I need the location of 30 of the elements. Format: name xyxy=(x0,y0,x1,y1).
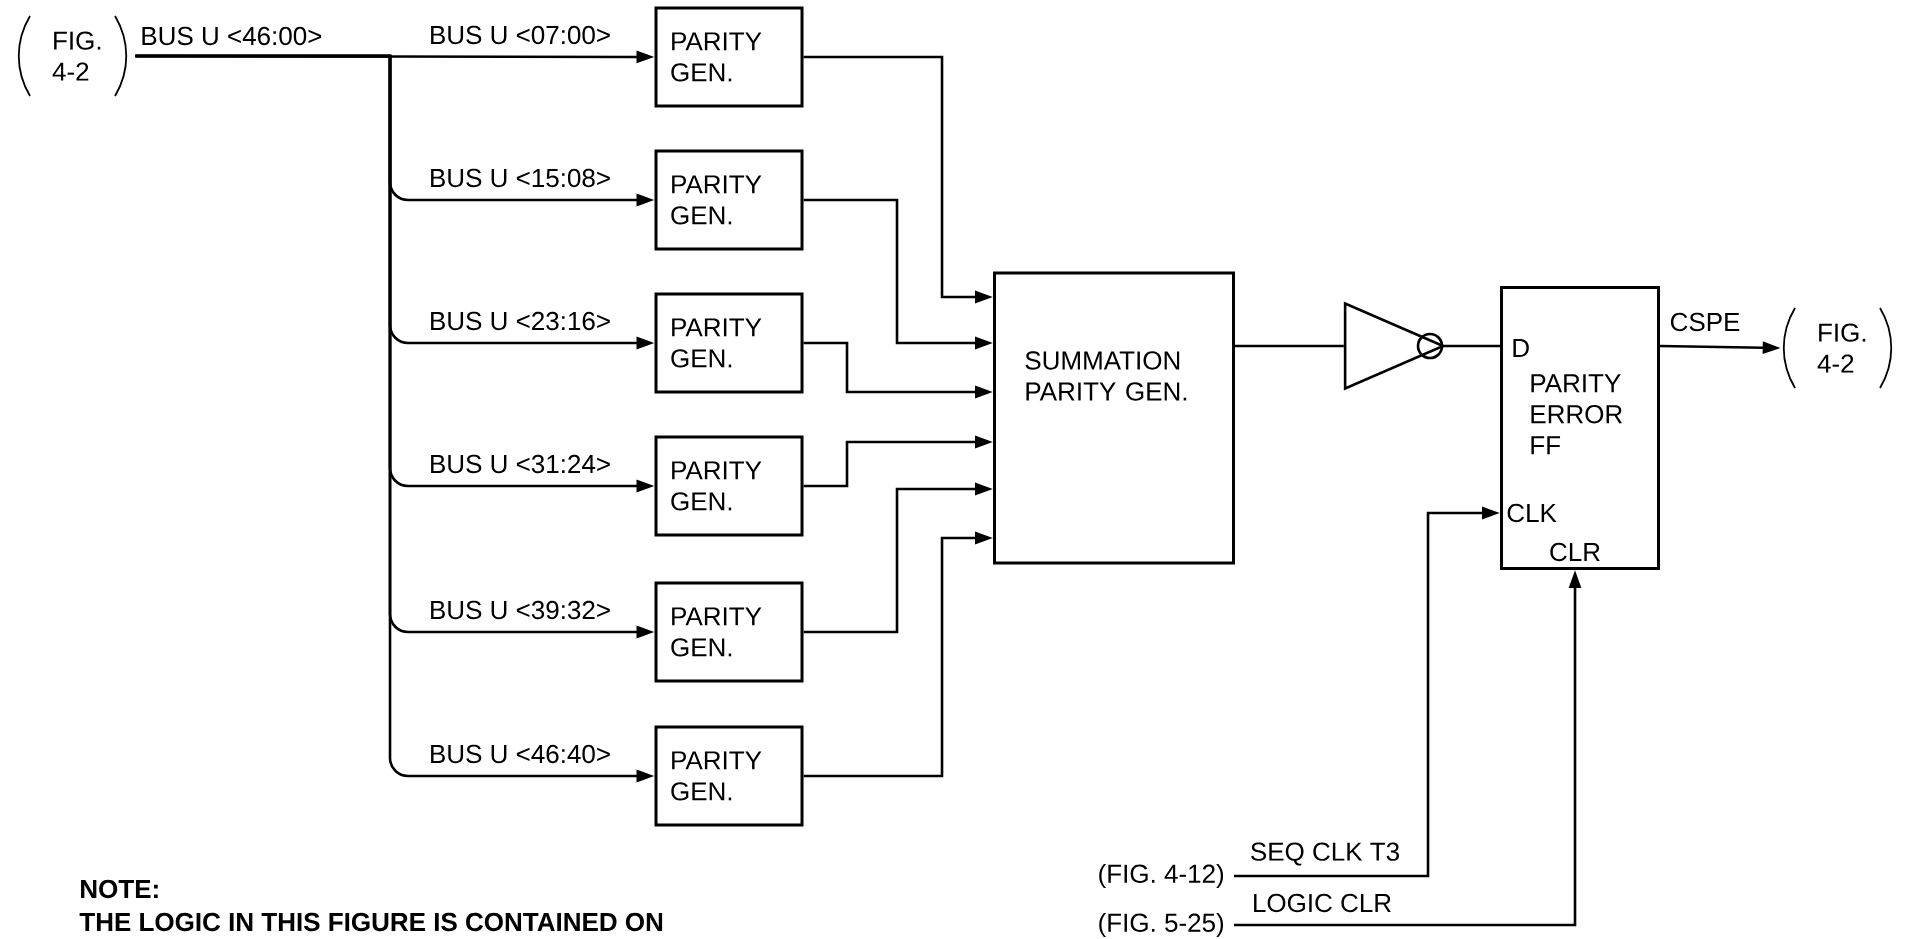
signal-label: CSPE xyxy=(1668,311,1742,333)
pin-label: CLK xyxy=(1507,503,1557,523)
signal-label: BUS U <46:40> xyxy=(427,743,613,765)
figure-reference: FIG. 4-2 xyxy=(17,15,128,97)
signal-label: BUS U <31:24> xyxy=(427,453,613,475)
parity-generator-box: PARITY GEN. xyxy=(654,725,804,827)
connector-line xyxy=(1235,344,1344,348)
summation-box: SUMMATION PARITY GEN. xyxy=(993,271,1235,565)
parity-generator-box: PARITY GEN. xyxy=(654,435,804,537)
note-heading: NOTE: xyxy=(81,879,158,899)
parity-generator-box: PARITY GEN. xyxy=(654,149,804,251)
signal-label: SEQ CLK T3 xyxy=(1248,841,1402,867)
signal-label: LOGIC CLR xyxy=(1250,892,1394,914)
figure-reference: FIG. 4-2 xyxy=(1782,307,1893,389)
note-text: THE LOGIC IN THIS FIGURE IS CONTAINED ON xyxy=(79,912,663,932)
signal-label: BUS U <07:00> xyxy=(427,24,613,46)
flip-flop-box xyxy=(1500,286,1660,570)
figure-reference: (FIG. 5-25) xyxy=(1099,912,1224,938)
pin-label: CLR xyxy=(1550,542,1600,562)
figure-reference: (FIG. 4-12) xyxy=(1099,863,1224,889)
flip-flop-label: PARITY ERROR FF xyxy=(1531,374,1622,455)
signal-label: BUS U <46:00> xyxy=(139,25,324,47)
parity-generator-box: PARITY GEN. xyxy=(654,6,804,108)
connector-line xyxy=(1442,344,1500,348)
pin-label: D xyxy=(1513,339,1529,357)
parity-generator-box: PARITY GEN. xyxy=(654,581,804,683)
signal-label: BUS U <23:16> xyxy=(427,310,613,332)
signal-label: BUS U <15:08> xyxy=(427,167,613,189)
parity-generator-box: PARITY GEN. xyxy=(654,292,804,394)
signal-label: BUS U <39:32> xyxy=(427,599,613,621)
